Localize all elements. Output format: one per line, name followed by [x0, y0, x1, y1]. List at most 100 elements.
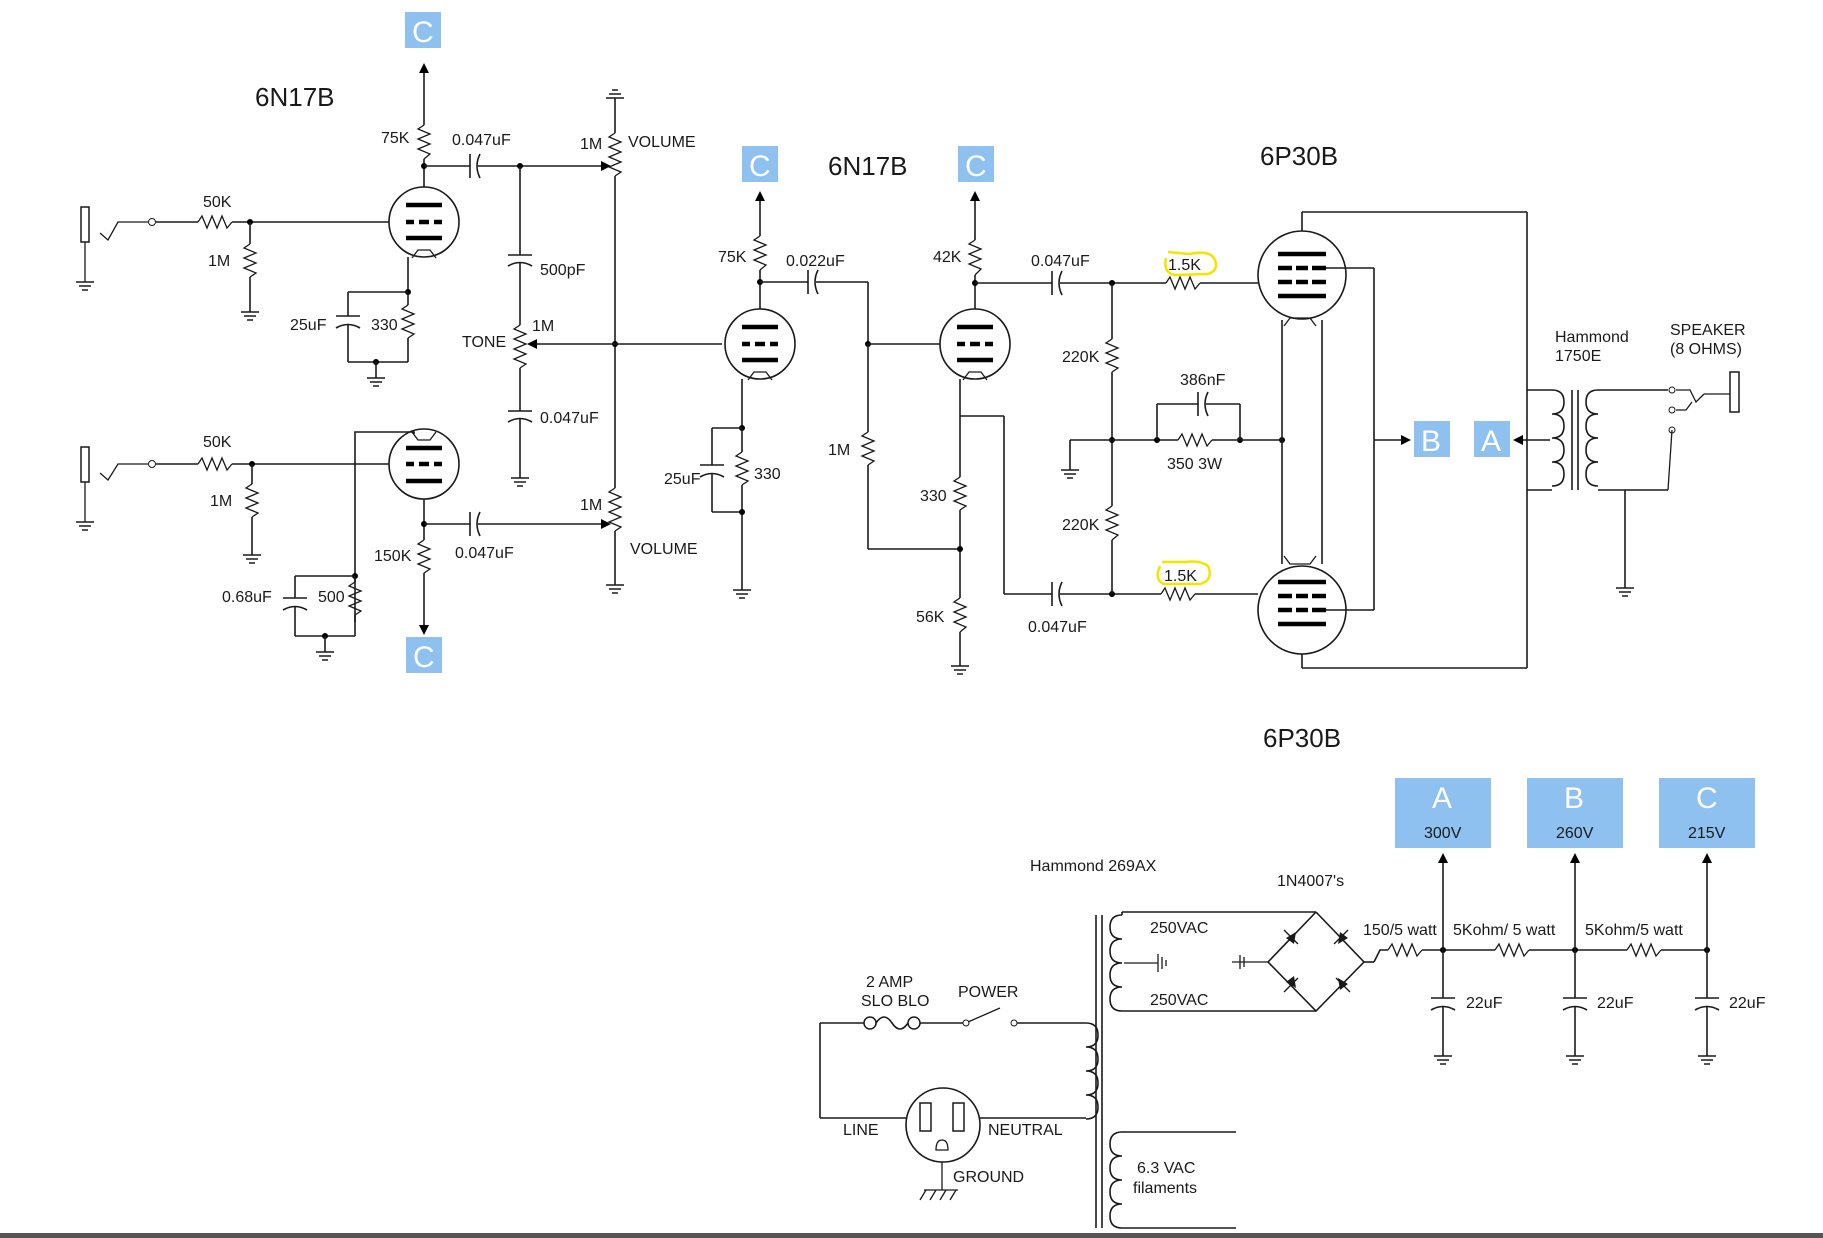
- svg-text:POWER: POWER: [958, 984, 1018, 1001]
- svg-text:215V: 215V: [1688, 825, 1726, 842]
- svg-text:1.5K: 1.5K: [1164, 568, 1197, 585]
- svg-text:A: A: [1432, 782, 1452, 815]
- svg-text:B: B: [1421, 425, 1441, 458]
- ground-label: GROUND: [953, 1169, 1024, 1186]
- svg-text:5Kohm/5 watt: 5Kohm/5 watt: [1585, 922, 1683, 939]
- triode-stage1: [388, 186, 460, 259]
- svg-text:C: C: [412, 16, 434, 49]
- cap-0047-pi-top: 0.047uF: [1031, 253, 1090, 296]
- node-a-output: A: [1474, 421, 1510, 458]
- pot-volume-bottom: 1M VOLUME: [580, 487, 698, 558]
- resistor-150k-plate: 150K: [374, 539, 432, 574]
- svg-text:A: A: [1481, 425, 1501, 458]
- svg-text:0.022uF: 0.022uF: [786, 253, 845, 270]
- svg-text:22uF: 22uF: [1729, 995, 1766, 1012]
- svg-text:1M: 1M: [580, 136, 602, 153]
- svg-text:0.68uF: 0.68uF: [222, 589, 272, 606]
- svg-text:220K: 220K: [1062, 517, 1100, 534]
- triode-phase-inverter: [939, 308, 1011, 381]
- svg-text:350 3W: 350 3W: [1167, 456, 1223, 473]
- ct-ground-symbol: [1124, 954, 1167, 972]
- node-c-mid2: C: [958, 146, 994, 183]
- svg-text:330: 330: [754, 466, 781, 483]
- speaker-jack: SPEAKER (8 OHMS): [1667, 322, 1746, 491]
- resistor-220k-bottom: 220K: [1062, 505, 1120, 541]
- power-switch: POWER: [958, 984, 1018, 1027]
- svg-text:0.047uF: 0.047uF: [1028, 619, 1087, 636]
- resistor-50k-bottom: 50K: [197, 434, 233, 472]
- pot-volume-top: 1M VOLUME: [580, 132, 696, 177]
- resistor-330-cathode-top: 330: [371, 304, 416, 339]
- pentode-top: [1257, 230, 1347, 327]
- svg-text:0.047uF: 0.047uF: [1031, 253, 1090, 270]
- cap-0047-top: 0.047uF: [452, 132, 511, 179]
- svg-text:C: C: [1696, 782, 1718, 815]
- power-transformer-label: Hammond 269AX: [1030, 858, 1157, 875]
- resistor-5k-2: 5Kohm/5 watt: [1585, 922, 1683, 958]
- svg-text:C: C: [965, 150, 987, 183]
- svg-text:0.047uF: 0.047uF: [452, 132, 511, 149]
- filament-label: 6.3 VAC: [1137, 1160, 1195, 1177]
- tube-label-preamp1: 6N17B: [255, 82, 335, 112]
- ac-outlet: [905, 1087, 981, 1201]
- resistor-1m-grid-pi: 1M: [828, 431, 876, 466]
- pentode-bottom: [1257, 555, 1347, 655]
- supply-node-a: A 300V: [1395, 778, 1491, 848]
- resistor-220k-top: 220K: [1062, 338, 1120, 373]
- node-c-bottom: C: [406, 637, 442, 674]
- svg-text:1M: 1M: [210, 493, 232, 510]
- resistor-42k-plate: 42K: [933, 239, 983, 276]
- cap-22uf-a: 22uF: [1430, 950, 1503, 1065]
- cap-25uf-top: 25uF: [290, 315, 361, 334]
- window-bottom-edge: [0, 1233, 1823, 1238]
- resistor-1-5k-bottom: 1.5K: [1156, 560, 1212, 602]
- svg-text:1M: 1M: [532, 318, 554, 335]
- cap-22uf-b: 22uF: [1562, 950, 1634, 1065]
- neutral-label: NEUTRAL: [988, 1122, 1063, 1139]
- svg-text:22uF: 22uF: [1597, 995, 1634, 1012]
- resistor-5k-1: 5Kohm/ 5 watt: [1453, 922, 1556, 958]
- resistor-50k-top: 50K: [197, 194, 233, 230]
- cap-0047-tone: 0.047uF: [507, 410, 599, 427]
- bridge-rectifier: [1232, 911, 1366, 1013]
- svg-text:50K: 50K: [203, 194, 232, 211]
- resistor-1-5k-top: 1.5K: [1164, 250, 1218, 291]
- cap-386nf: 386nF: [1180, 372, 1226, 417]
- rectifier-label: 1N4007's: [1277, 873, 1344, 890]
- resistor-75k-plate-top: 75K: [381, 124, 432, 160]
- svg-text:1M: 1M: [208, 253, 230, 270]
- svg-text:0.047uF: 0.047uF: [455, 545, 514, 562]
- tube-label-power-supply: 6P30B: [1263, 723, 1341, 753]
- svg-text:C: C: [413, 641, 435, 674]
- svg-text:75K: 75K: [718, 249, 747, 266]
- svg-text:330: 330: [920, 488, 947, 505]
- svg-text:50K: 50K: [203, 434, 232, 451]
- secondary-top-label: 250VAC: [1150, 920, 1208, 937]
- svg-text:C: C: [749, 150, 771, 183]
- resistor-56k: 56K: [916, 597, 968, 633]
- svg-text:25uF: 25uF: [290, 317, 327, 334]
- svg-text:386nF: 386nF: [1180, 372, 1226, 389]
- svg-text:Hammond: Hammond: [1555, 329, 1629, 346]
- svg-text:SLO BLO: SLO BLO: [861, 993, 929, 1010]
- resistor-1m-grid-bottom: 1M: [210, 483, 260, 518]
- svg-text:25uF: 25uF: [664, 471, 701, 488]
- svg-text:5Kohm/ 5 watt: 5Kohm/ 5 watt: [1453, 922, 1556, 939]
- svg-text:56K: 56K: [916, 609, 945, 626]
- input-jack-bottom: [75, 446, 156, 531]
- svg-text:330: 330: [371, 317, 398, 334]
- node-b-output: B: [1414, 421, 1450, 458]
- svg-text:B: B: [1564, 782, 1584, 815]
- resistor-350-3w: 350 3W: [1167, 432, 1223, 473]
- svg-text:150/5 watt: 150/5 watt: [1363, 922, 1437, 939]
- svg-text:VOLUME: VOLUME: [630, 541, 698, 558]
- resistor-150-5w: 150/5 watt: [1363, 922, 1437, 958]
- triode-stage1b: [388, 428, 460, 500]
- resistor-330-pi: 330: [920, 476, 968, 511]
- svg-text:500: 500: [318, 589, 345, 606]
- triode-stage2: [724, 308, 796, 381]
- resistor-75k-plate-mid: 75K: [718, 235, 768, 271]
- svg-text:500pF: 500pF: [540, 262, 586, 279]
- pot-tone: 1M TONE: [462, 318, 554, 369]
